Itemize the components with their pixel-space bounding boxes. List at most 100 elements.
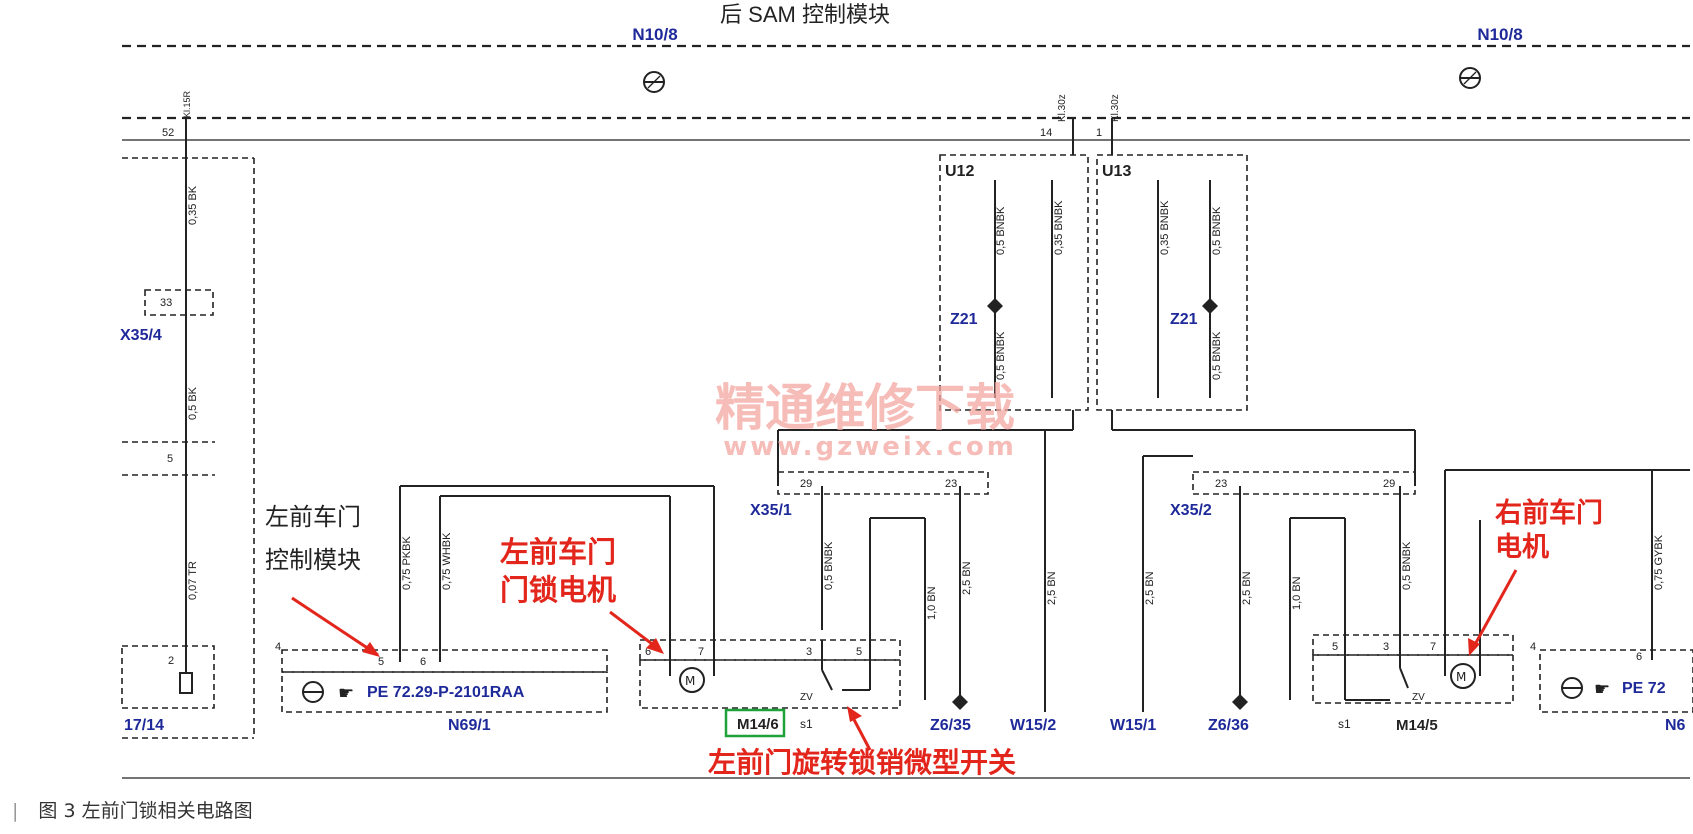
x35-4-label: X35/4 bbox=[120, 327, 162, 344]
wire-label-0-5bnbk-l: 0,5 BNBK bbox=[823, 541, 835, 590]
z6-36-label: Z6/36 bbox=[1208, 717, 1249, 734]
arrow-head-icon bbox=[847, 706, 862, 722]
splice-icon bbox=[1202, 298, 1218, 314]
module-symbol-right-icon bbox=[1459, 67, 1481, 89]
wire-label-0-5bk: 0,5 BK bbox=[187, 386, 199, 420]
annot-door-ctrl-line2: 控制模块 bbox=[265, 547, 361, 574]
watermark-cn: 精通维修下载 bbox=[715, 378, 1015, 437]
hand-pointer-icon: ☛ bbox=[1594, 679, 1610, 700]
resistor-icon bbox=[179, 672, 193, 694]
pin-3-m145: 3 bbox=[1383, 641, 1389, 653]
caption-bar: | bbox=[12, 800, 19, 822]
z21-right: Z21 bbox=[1170, 311, 1198, 328]
motor-right-icon: M bbox=[1450, 663, 1476, 689]
m14-5-label: M14/5 bbox=[1396, 717, 1438, 734]
pin-1-signal: Kl.30z bbox=[1110, 94, 1121, 122]
pin-4-right: 4 bbox=[1530, 641, 1536, 653]
wire-label-0-75pkbk: 0,75 PKBK bbox=[401, 536, 413, 590]
splice-icon bbox=[987, 298, 1003, 314]
pe-left-label: PE 72.29-P-2101RAA bbox=[367, 684, 525, 701]
pin-2: 2 bbox=[168, 655, 174, 667]
pe-right-label: PE 72 bbox=[1622, 680, 1666, 697]
module-symbol-left-icon bbox=[643, 71, 665, 93]
ground-point-icon bbox=[1232, 694, 1248, 710]
pin-5-m146: 5 bbox=[856, 646, 862, 658]
wire-label-0-35bk: 0,35 BK bbox=[187, 185, 199, 225]
wire-label-0-75gybk: 0,75 GYBK bbox=[1653, 534, 1665, 590]
wire-label-0-75whbk: 0,75 WHBK bbox=[441, 532, 453, 590]
wire-label-2-5bn-b: 2,5 BN bbox=[1046, 571, 1058, 605]
module-title: 后 SAM 控制模块 bbox=[720, 2, 890, 27]
pin-5-n69: 5 bbox=[378, 656, 384, 668]
zv-right: ZV bbox=[1412, 692, 1425, 703]
pin-23-left: 23 bbox=[945, 478, 957, 490]
arrow-head-icon bbox=[646, 638, 664, 654]
w15-1-label: W15/1 bbox=[1110, 717, 1156, 734]
u13-wire-a: 0,35 BNBK bbox=[1159, 200, 1171, 255]
arrow-head-icon bbox=[1468, 638, 1480, 656]
caption-text: 图 3 左前门锁相关电路图 bbox=[38, 800, 253, 822]
wire-label-2-5bn-c: 2,5 BN bbox=[1144, 571, 1156, 605]
n69-module-icon bbox=[302, 681, 324, 703]
watermark-url: www.gzweix.com bbox=[723, 432, 1017, 462]
s1-left: s1 bbox=[800, 717, 813, 731]
hand-pointer-icon: ☛ bbox=[338, 683, 354, 704]
svg-text:M: M bbox=[1456, 670, 1466, 684]
pin-6-m146: 6 bbox=[645, 646, 651, 658]
pin-23-right: 23 bbox=[1215, 478, 1227, 490]
annot-micro-switch: 左前门旋转锁销微型开关 bbox=[708, 746, 1016, 779]
n6-label: N6 bbox=[1665, 717, 1686, 734]
u13-wire-c: 0,5 BNBK bbox=[1211, 331, 1223, 380]
n17-14-label: 17/14 bbox=[124, 717, 164, 734]
n10-label-left: N10/8 bbox=[632, 25, 677, 44]
pin-52: 52 bbox=[162, 127, 174, 139]
pin-4-left: 4 bbox=[275, 641, 281, 653]
wire-label-1-0bn-r: 1,0 BN bbox=[1291, 576, 1303, 610]
svg-text:M: M bbox=[685, 674, 695, 688]
wire-label-0-07tr: 0,07 TR bbox=[187, 561, 199, 600]
n6-module-icon bbox=[1561, 677, 1583, 699]
w15-2-label: W15/2 bbox=[1010, 717, 1056, 734]
m14-6-highlight bbox=[724, 708, 786, 738]
pin-29-right: 29 bbox=[1383, 478, 1395, 490]
u12-wire-a: 0,5 BNBK bbox=[995, 206, 1007, 255]
wire-label-0-5bnbk-r: 0,5 BNBK bbox=[1401, 541, 1413, 590]
zv-left: ZV bbox=[800, 692, 813, 703]
z21-left: Z21 bbox=[950, 311, 978, 328]
wire-label-2-5bn-d: 2,5 BN bbox=[1241, 571, 1253, 605]
u12-wire-c: 0,5 BNBK bbox=[995, 331, 1007, 380]
pin-6-n69: 6 bbox=[420, 656, 426, 668]
u12-label: U12 bbox=[945, 163, 974, 180]
pin-33: 33 bbox=[160, 297, 172, 309]
pin-3-m146: 3 bbox=[806, 646, 812, 658]
u13-label: U13 bbox=[1102, 163, 1131, 180]
annot-lock-motor-line2: 门锁电机 bbox=[500, 573, 616, 607]
pin-5-left: 5 bbox=[167, 453, 173, 465]
annot-right-motor-line2: 电机 bbox=[1495, 532, 1549, 563]
pin-7-m145: 7 bbox=[1430, 641, 1436, 653]
s1-right: s1 bbox=[1338, 717, 1351, 731]
n69-1-label: N69/1 bbox=[448, 717, 491, 734]
figure-caption: | 图 3 左前门锁相关电路图 bbox=[12, 796, 253, 823]
n10-label-right: N10/8 bbox=[1477, 25, 1522, 44]
annot-right-motor-line1: 右前车门 bbox=[1495, 497, 1603, 529]
motor-left-icon: M bbox=[679, 667, 705, 693]
x35-2-label: X35/2 bbox=[1170, 502, 1212, 519]
pin-7-m146: 7 bbox=[698, 646, 704, 658]
pin-14-signal: Kl.30z bbox=[1057, 94, 1068, 122]
ground-point-icon bbox=[952, 694, 968, 710]
x35-1-label: X35/1 bbox=[750, 502, 792, 519]
pin-52-signal: Kl.15R bbox=[182, 90, 192, 118]
pin-6-n6: 6 bbox=[1636, 651, 1642, 663]
annot-lock-motor-line1: 左前车门 bbox=[500, 535, 616, 569]
arrow-head-icon bbox=[362, 642, 380, 657]
pin-5-m145: 5 bbox=[1332, 641, 1338, 653]
pin-1: 1 bbox=[1096, 127, 1102, 139]
wire-label-2-5bn-a: 2,5 BN bbox=[961, 561, 973, 595]
u12-wire-b: 0,35 BNBK bbox=[1053, 200, 1065, 255]
pin-14: 14 bbox=[1040, 127, 1052, 139]
annot-door-ctrl-line1: 左前车门 bbox=[265, 504, 361, 531]
pin-29-left: 29 bbox=[800, 478, 812, 490]
z6-35-label: Z6/35 bbox=[930, 717, 971, 734]
